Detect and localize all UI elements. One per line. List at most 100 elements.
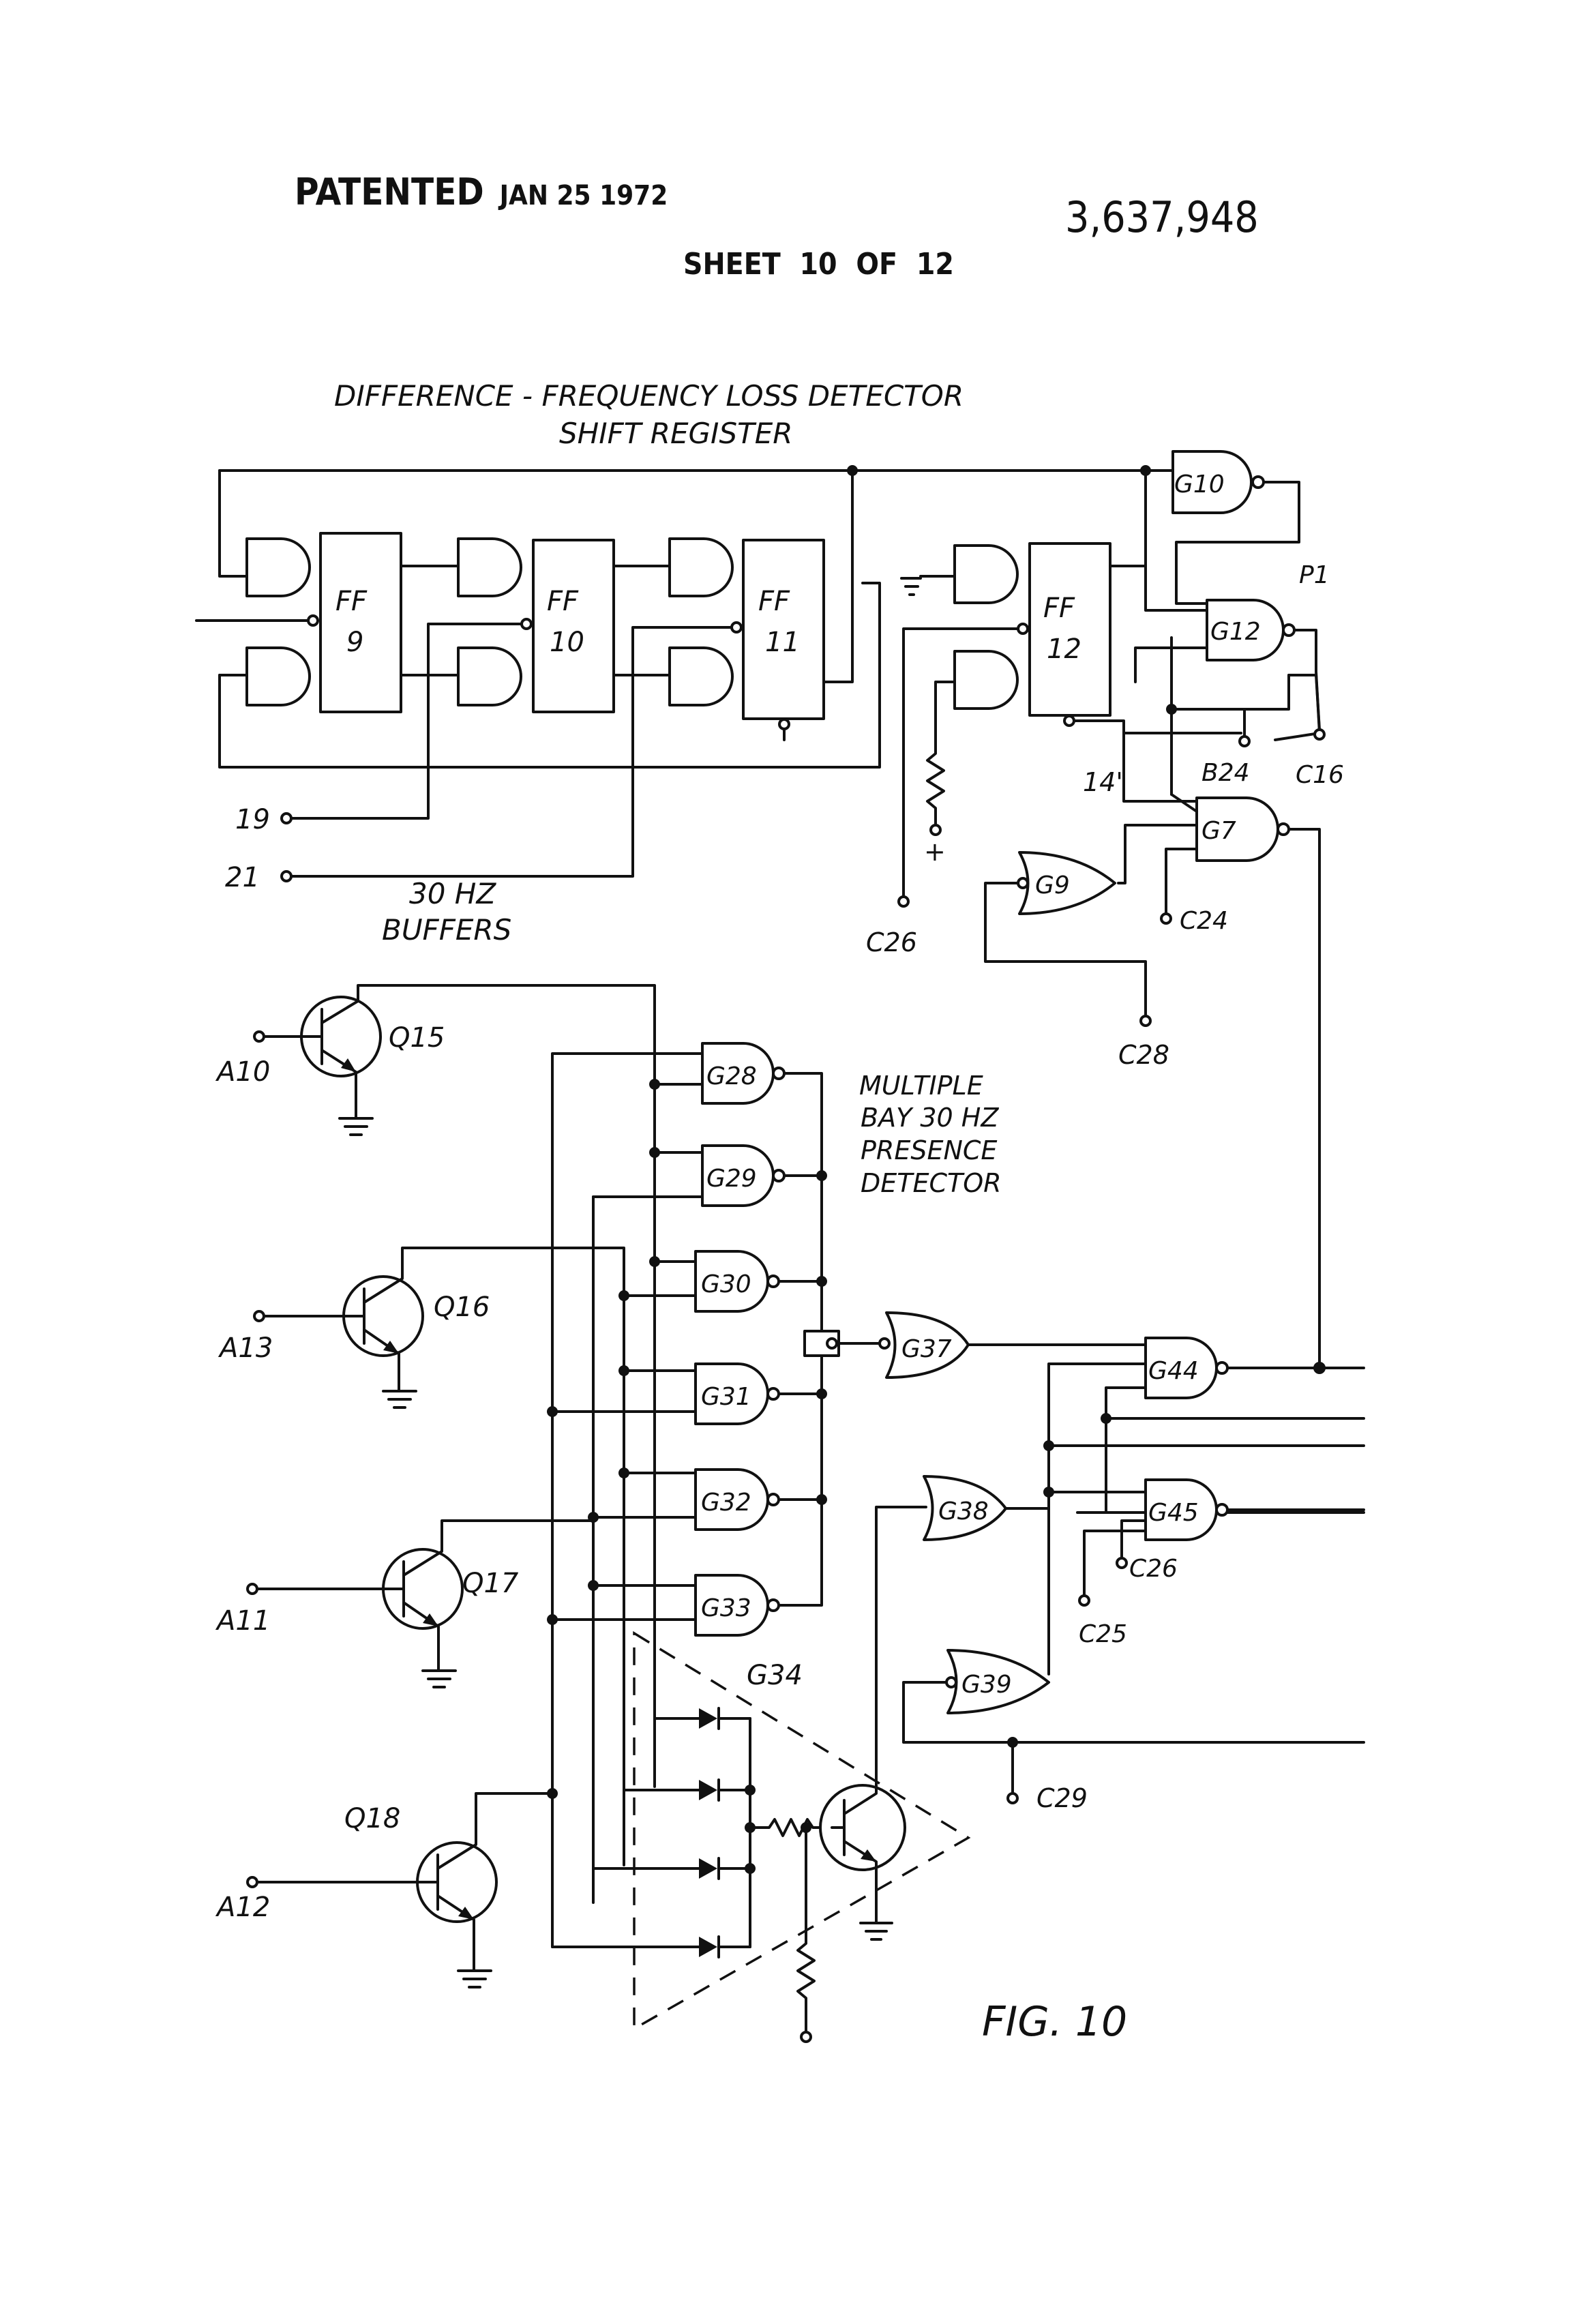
g44-label: G44 [1148,1357,1199,1385]
inverter-bubble [1018,878,1028,888]
and-gate [247,648,310,705]
presence-title-4: DETECTOR [861,1168,1002,1198]
wire [1110,471,1146,566]
junction [547,1406,558,1417]
diode-3 [699,1858,750,1879]
q15-label: Q15 [389,1022,445,1054]
terminal-a11-label: A11 [215,1605,270,1637]
junction [618,1365,629,1376]
inverter-bubble [779,719,789,729]
ff10-label: FF [547,586,579,617]
junction [588,1512,599,1523]
nand-gate-g30: G30 [696,1251,779,1311]
wire [1074,721,1241,733]
terminal-a10 [254,1032,264,1041]
terminal-21-label: 21 [225,862,260,893]
buffers-title: 30 HZ [409,877,496,910]
terminal-c26-lower [1117,1558,1126,1568]
wire [220,471,247,576]
g34-label: G34 [747,1660,803,1691]
pullup-resistor [927,682,955,825]
ground-icon [861,1923,892,1939]
inverter-bubble [308,616,318,625]
and-gate [458,539,521,596]
wire [552,1718,699,1947]
and-gate [670,539,732,596]
g37-label: G37 [901,1335,952,1363]
terminal-c25 [1079,1596,1089,1605]
q17-label: Q17 [462,1568,519,1599]
shift-register-title: DIFFERENCE - FREQUENCY LOSS DETECTOR [334,379,964,413]
ff11-number: 11 [765,627,800,658]
svg-text:G32: G32 [701,1489,751,1517]
junction [588,1580,599,1591]
nand-gate-g31: G31 [696,1364,779,1424]
ff10-number: 10 [550,627,584,658]
terminal-c29-label: C29 [1036,1783,1088,1813]
junction [547,1788,558,1799]
wire [1006,1492,1146,1508]
presence-title-2: BAY 30 HZ [861,1103,999,1133]
wire [824,471,852,682]
wire [1166,849,1197,914]
wire [1275,630,1319,740]
wire [264,985,655,1787]
g45-label: G45 [1148,1499,1199,1527]
nand-gate-g29: G29 [702,1146,784,1206]
terminal-a10-label: A10 [215,1056,270,1088]
ff12-label: FF [1043,593,1075,624]
terminal-c26 [899,897,908,906]
wire [655,1084,702,1152]
terminal-a13 [254,1311,264,1321]
ff12-number: 12 [1047,634,1081,665]
inverter-bubble [827,1339,837,1348]
ff11-label: FF [758,586,790,617]
nand-gate-g28: G28 [702,1043,784,1103]
inverter-bubble [880,1339,889,1348]
junction [547,1614,558,1625]
junction [816,1388,827,1399]
presence-title-1: MULTIPLE [859,1071,983,1101]
junction [745,1863,756,1874]
svg-text:G33: G33 [701,1594,751,1622]
ground-icon [340,1118,372,1135]
terminal-c26-lower-label: C26 [1129,1555,1178,1583]
junction [816,1276,827,1287]
inverter-bubble [1217,1504,1227,1515]
terminal-c24 [1161,914,1171,923]
terminal-c16 [1315,730,1324,739]
and-gate [955,546,1017,603]
g7-label: G7 [1202,817,1236,845]
junction [649,1147,660,1158]
nand-gate-g32: G32 [696,1470,779,1530]
inverter-bubble [1283,625,1294,636]
inverter-bubble [1018,624,1028,634]
wire [876,1507,926,1800]
terminal-a12 [248,1877,257,1887]
and-gate [955,651,1017,709]
q16-label: Q16 [434,1292,490,1323]
wire [1171,675,1316,736]
g9-label: G9 [1035,872,1070,899]
g38-label: G38 [938,1498,989,1525]
wire [1171,794,1197,811]
terminal-a12-label: A12 [215,1892,270,1923]
wire [593,1517,696,1585]
wire [257,1793,552,1971]
terminal-bias [801,2032,811,2042]
shift-register-subtitle: SHIFT REGISTER [559,417,792,450]
pulldown-resistor [798,1828,814,2032]
inverter-bubble [1278,824,1289,835]
terminal-a11 [248,1584,257,1594]
flip-flop-ff12 [1030,543,1110,715]
figure-label: FIG. 10 [982,1998,1127,2046]
wire [624,1296,696,1473]
ff9-number: 9 [346,627,363,658]
junction [816,1494,827,1505]
svg-text:G28: G28 [706,1062,757,1090]
wire [1124,733,1197,801]
flip-flop-ff10 [533,540,614,712]
ff9-label: FF [335,586,368,617]
